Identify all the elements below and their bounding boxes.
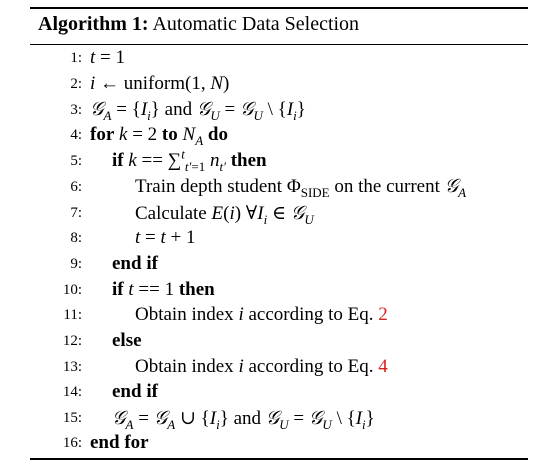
line-code: i ← uniform(1, N) [90,73,230,94]
and-word: and [164,99,193,120]
top-rule [30,7,528,9]
line-code: Calculate E(i) ∀Ii ∈ 𝒢U [135,203,314,227]
keyword-then: then [230,150,267,171]
line-code: t = 1 [90,47,125,68]
line-number: 6: [70,179,82,195]
algorithm-title: Algorithm 1: Automatic Data Selection [38,13,359,36]
line-code: Obtain index i according to Eq. 2 [135,304,388,325]
line-number: 8: [70,230,82,246]
equation-ref-link[interactable]: 4 [378,356,388,377]
keyword-do: do [207,124,228,145]
line-number: 16: [62,435,82,451]
keyword-then: then [178,279,215,300]
line-code: if t == 1 then [112,279,215,300]
bottom-rule [30,458,528,460]
line-code: 𝒢A = {Ii} and 𝒢U = 𝒢U \ {Ii} [90,99,306,123]
line-number: 3: [70,102,82,118]
keyword-end-if: end if [112,381,158,402]
line-number: 5: [70,153,82,169]
line-number: 11: [63,307,82,323]
line-number: 1: [70,50,82,66]
line-number: 9: [70,256,82,272]
keyword-end-if: end if [112,253,158,274]
algorithm-name: Automatic Data Selection [152,13,360,35]
line-number: 15: [62,410,82,426]
line-code: t = t + 1 [135,227,196,248]
line-number: 7: [70,205,82,221]
keyword-if: if [112,150,124,171]
line-number: 2: [70,76,82,92]
header-rule [30,44,528,45]
keyword-to: to [161,124,178,145]
keyword-if: if [112,279,124,300]
keyword-end-for: end for [90,432,149,453]
algorithm-label: Algorithm 1: [38,13,149,35]
line-number: 13: [62,359,82,375]
line-number: 12: [62,333,82,349]
line-code: for k = 2 to NA do [90,124,228,148]
keyword-for: for [90,124,115,145]
line-number: 14: [62,384,82,400]
line-number: 10: [62,282,82,298]
line-code: if k == ∑tt′=1 nt′ then [112,146,267,174]
line-code: Obtain index i according to Eq. 4 [135,356,388,377]
equation-ref-link[interactable]: 2 [378,304,388,325]
line-code: 𝒢A = 𝒢A ∪ {Ii} and 𝒢U = 𝒢U \ {Ii} [112,408,375,432]
and-word: and [233,408,261,429]
keyword-else: else [112,330,142,351]
uniform-fn: uniform [123,73,185,94]
line-number: 4: [70,127,82,143]
line-code: Train depth student ΦSIDE on the current… [135,176,467,200]
